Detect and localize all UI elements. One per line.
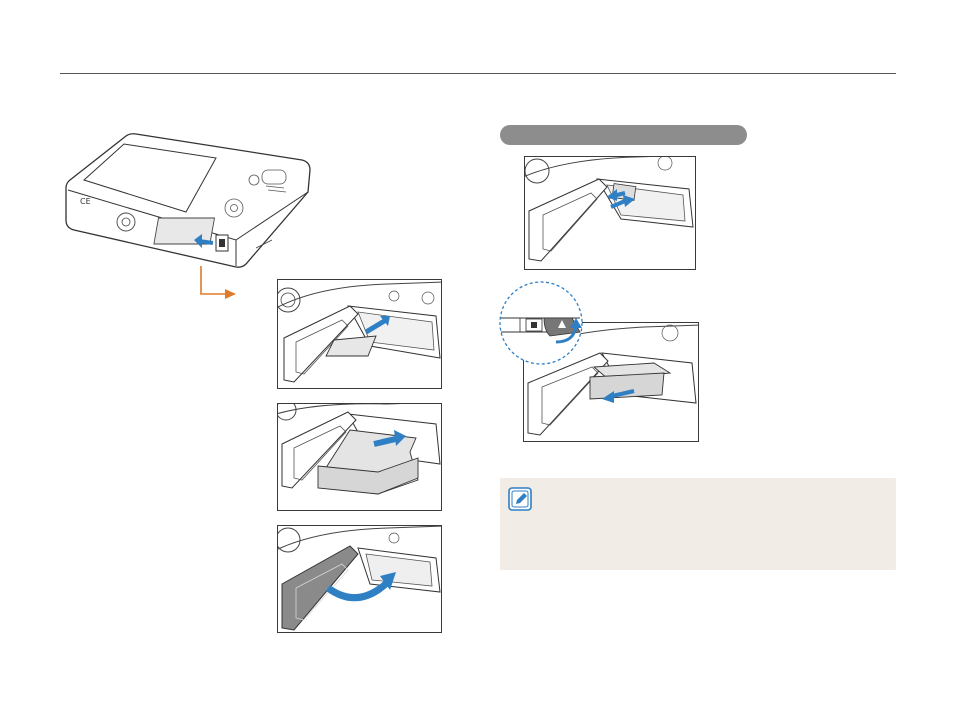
memory-card-icon <box>525 157 695 269</box>
insert-memory-card-figure <box>277 279 442 389</box>
note-box <box>500 478 896 570</box>
camera-icon: CE <box>56 130 316 270</box>
svg-text:CE: CE <box>80 197 91 206</box>
top-rule <box>60 73 896 74</box>
memory-card-icon <box>278 280 441 388</box>
insert-battery-figure <box>277 403 442 511</box>
battery-icon <box>278 404 441 510</box>
battery-lock-magnifier-icon <box>498 280 584 366</box>
remove-memory-card-figure <box>524 156 696 270</box>
note-pencil-icon <box>508 487 532 511</box>
camera-bottom-illustration: CE <box>56 130 316 270</box>
cover-close-icon <box>278 526 441 632</box>
next-step-arrow-icon <box>196 266 242 304</box>
close-battery-cover-figure <box>277 525 442 633</box>
section-title-bar <box>500 125 747 145</box>
